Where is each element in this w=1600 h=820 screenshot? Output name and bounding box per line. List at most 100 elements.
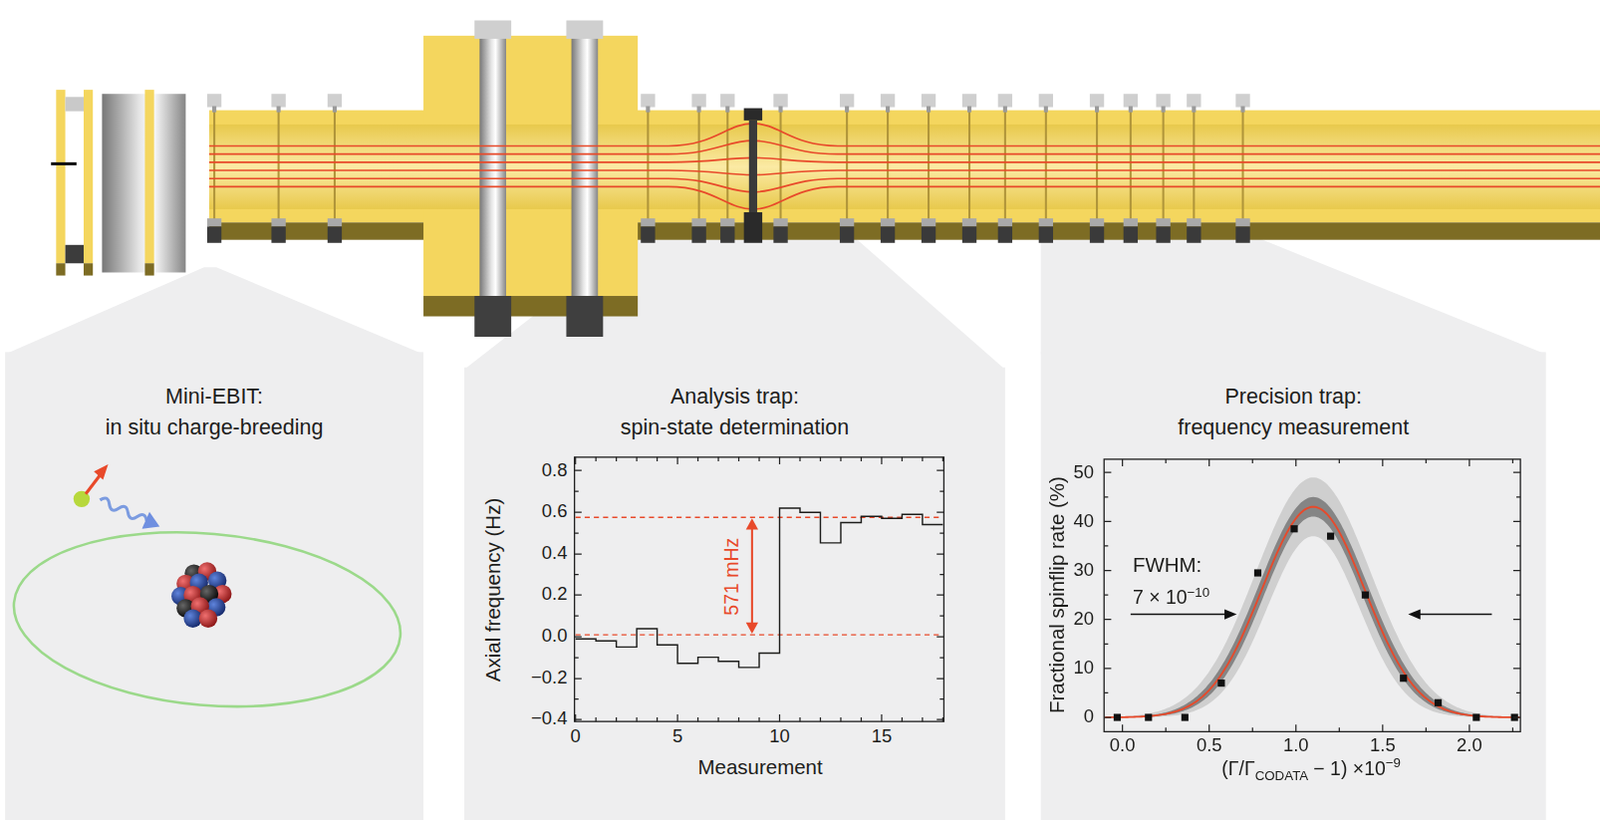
electrode-gap [962, 93, 977, 244]
electrode-gap [1123, 93, 1138, 244]
difference-arrow [751, 527, 754, 626]
plot-frame [574, 457, 945, 722]
spin-arrow [85, 472, 102, 495]
panel-wedge [4, 266, 424, 354]
fit-curve [1104, 507, 1520, 718]
panel-subtitle: spin-state determination [620, 411, 850, 444]
ebit-cathode [50, 162, 77, 166]
panel-subtitle: in situ charge-breeding [105, 411, 324, 444]
electrode-gap [880, 93, 895, 244]
nucleon [171, 586, 190, 605]
arrow-head [746, 622, 759, 634]
data-points [1113, 525, 1519, 721]
panel-title: Analysis trap: [670, 379, 800, 412]
nucleon [200, 584, 219, 603]
nucleon [176, 574, 195, 593]
electrode-gap [691, 93, 706, 244]
panel-title: Mini-EBIT: [165, 379, 264, 412]
level-line [575, 517, 944, 519]
ring-electrode [479, 35, 507, 296]
nucleus [171, 561, 232, 628]
nucleon [183, 585, 202, 604]
trap-tube [209, 110, 1600, 224]
frequency-trace [575, 508, 944, 668]
confidence-band [1104, 497, 1520, 718]
electrode-gap [839, 93, 854, 244]
data-point [1511, 713, 1519, 721]
nucleon [191, 596, 210, 615]
nucleon [199, 608, 218, 627]
electrode-gap [921, 93, 936, 244]
trap-flange-shadow [423, 295, 638, 316]
panel: Analysis trap:spin-state determination [464, 367, 1006, 820]
field-line [209, 140, 1600, 155]
electrode-gap [327, 93, 342, 244]
field-line [209, 178, 1600, 193]
ebit-plate [55, 263, 65, 275]
photon-head [141, 512, 164, 535]
field-line [209, 123, 1600, 147]
data-point [1144, 713, 1152, 721]
analysis-ring [749, 120, 758, 223]
electrode-gap [1155, 93, 1170, 244]
panel-wedge [1041, 230, 1547, 354]
analysis-ring [744, 108, 763, 121]
electrode-gap [998, 93, 1013, 244]
electrode-gap [640, 93, 655, 244]
electrode-gap [1089, 93, 1104, 244]
ebit-plate [144, 89, 154, 264]
trap-tube-shadow [209, 222, 1600, 240]
arrow-head [1407, 608, 1420, 619]
ebit-insulator [65, 96, 84, 111]
analysis-ring [744, 212, 763, 244]
electrode-cap [474, 295, 512, 337]
plot-frame [1103, 459, 1521, 732]
panel: Mini-EBIT:in situ charge-breeding [4, 351, 424, 820]
ebit-plate [55, 89, 65, 264]
data-point [1254, 568, 1262, 576]
electrode-gap [773, 93, 788, 244]
axis-ticks [1103, 459, 1521, 732]
field-line [209, 157, 1600, 163]
data-point [1327, 533, 1334, 540]
electrode-gap [1186, 93, 1201, 244]
nucleon [213, 584, 232, 603]
confidence-band [1104, 477, 1520, 718]
arrow-head [1224, 608, 1237, 619]
ebit-plate [83, 89, 93, 264]
electrode-gap [1235, 93, 1250, 244]
nucleon [207, 597, 226, 616]
data-point [1399, 674, 1407, 682]
arrow-head [746, 518, 759, 530]
data-point [1181, 713, 1189, 721]
nucleon [176, 598, 195, 617]
fwhm-arrow [1130, 613, 1227, 616]
nucleon [198, 561, 217, 580]
photon [96, 491, 164, 535]
nucleon [208, 571, 227, 590]
panel: Precision trap:frequency measurement [1041, 351, 1547, 820]
trap-bore [209, 124, 1600, 210]
ring-electrode [571, 35, 599, 296]
nucleon [183, 608, 202, 627]
data-point [1217, 679, 1225, 687]
electrode-gap [207, 93, 222, 244]
axis-ticks [574, 457, 945, 722]
electrode-cap [565, 295, 603, 337]
field-line [209, 170, 1600, 176]
photon-wave [98, 496, 149, 525]
data-point [1472, 713, 1480, 721]
spin-arrow-head [93, 464, 108, 480]
electrode-gap [720, 93, 735, 244]
field-line [209, 186, 1600, 210]
data-point [1113, 713, 1121, 721]
data-point [1434, 699, 1442, 707]
data-point [1290, 525, 1298, 533]
electrode-cap [474, 19, 512, 38]
electrode-gap [1039, 93, 1054, 244]
level-line [575, 633, 944, 635]
panel-title: Precision trap: [1224, 379, 1361, 412]
ebit-plate [144, 263, 154, 275]
